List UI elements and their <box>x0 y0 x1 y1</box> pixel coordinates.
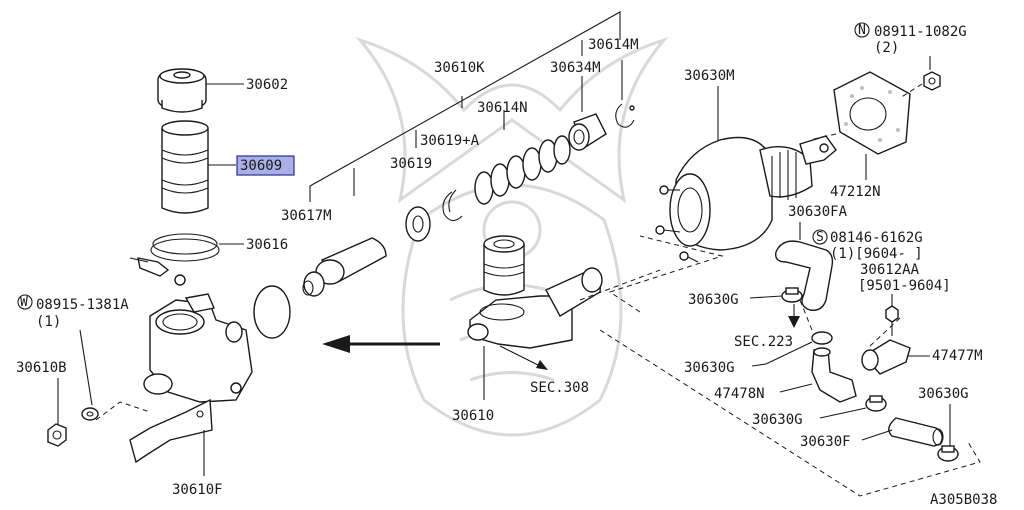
part-30610B-nut[interactable] <box>47 423 67 447</box>
part-30630M-booster[interactable] <box>669 135 837 251</box>
part-30630G-clip-2[interactable] <box>811 331 833 345</box>
part-30614N-spring[interactable] <box>474 135 571 205</box>
label-30614M[interactable]: 30614M <box>588 37 639 53</box>
label-30617M[interactable]: 30617M <box>281 208 332 224</box>
label-30630F[interactable]: 30630F <box>800 434 851 450</box>
part-seal-disc[interactable] <box>253 285 291 339</box>
label-nut-qty: (2) <box>874 40 899 56</box>
selected-part-highlight <box>236 155 295 176</box>
part-nut-08911[interactable] <box>923 71 941 91</box>
label-30610B[interactable]: 30610B <box>16 360 67 376</box>
label-30610K[interactable]: 30610K <box>434 60 485 76</box>
part-washer[interactable] <box>81 407 99 421</box>
part-bolt-08146[interactable] <box>885 305 899 336</box>
part-master-cylinder-body[interactable] <box>143 293 253 403</box>
part-booster-studs[interactable] <box>655 185 699 263</box>
label-47478N[interactable]: 47478N <box>714 386 765 402</box>
label-sec223[interactable]: SEC.223 <box>734 334 793 350</box>
label-30619A[interactable]: 30619+A <box>420 133 480 149</box>
nut-prefix: N <box>858 23 866 38</box>
label-30630G-2[interactable]: 30630G <box>684 360 735 376</box>
label-30602[interactable]: 30602 <box>246 77 288 93</box>
part-30610-master-cylinder[interactable] <box>467 235 603 349</box>
label-bolt-code[interactable]: 08146-6162G <box>830 230 923 246</box>
bolt-symbol-icon <box>812 229 828 245</box>
label-sec308[interactable]: SEC.308 <box>530 380 589 396</box>
part-30630G-clip-1[interactable] <box>781 287 803 303</box>
part-47478N-check-valve[interactable] <box>811 347 857 403</box>
part-30630G-clip-4[interactable] <box>937 445 959 462</box>
part-30616-clamp[interactable] <box>129 233 220 286</box>
routing-dashes-upper <box>579 235 724 313</box>
part-47477M-bracket[interactable] <box>861 339 911 375</box>
direction-arrow-icon <box>322 335 440 353</box>
label-30630G-4[interactable]: 30630G <box>918 386 969 402</box>
part-30619-washer[interactable] <box>405 206 431 242</box>
nut-symbol-icon <box>854 22 870 38</box>
washer-prefix: W <box>20 295 28 310</box>
part-30630F-hose[interactable] <box>888 417 944 447</box>
part-30609-reservoir[interactable] <box>161 120 209 214</box>
leader-frame <box>309 11 621 202</box>
sec308-arrow-icon <box>536 360 548 370</box>
diagram-id: A305B038 <box>930 492 997 508</box>
part-30630G-clip-3[interactable] <box>865 395 887 412</box>
label-30609[interactable]: 30609 <box>240 158 282 174</box>
label-47212N[interactable]: 47212N <box>830 184 881 200</box>
label-30630G-3[interactable]: 30630G <box>752 412 803 428</box>
bolt-prefix: S <box>816 230 824 245</box>
label-bolt-range: [9501-9604] <box>858 278 951 294</box>
part-30602-cap[interactable] <box>157 68 207 113</box>
label-30619[interactable]: 30619 <box>390 156 432 172</box>
label-nut-code[interactable]: 08911-1082G <box>874 24 967 40</box>
label-30630FA[interactable]: 30630FA <box>788 204 848 220</box>
part-30634M-boot[interactable] <box>568 113 607 151</box>
part-30619A-ring[interactable] <box>442 189 463 222</box>
routing-dashes-right <box>799 299 901 347</box>
part-47212N-gasket[interactable] <box>833 71 911 155</box>
label-47477M[interactable]: 47477M <box>932 348 983 364</box>
label-30630G-1[interactable]: 30630G <box>688 292 739 308</box>
routing-dashes-lower <box>599 329 981 497</box>
label-30634M[interactable]: 30634M <box>550 60 601 76</box>
label-washer-code[interactable]: 08915-1381A <box>36 297 129 313</box>
part-30617M-piston[interactable] <box>302 237 387 297</box>
label-30630M[interactable]: 30630M <box>684 68 735 84</box>
label-30612AA[interactable]: 30612AA <box>860 262 920 278</box>
label-30616[interactable]: 30616 <box>246 237 288 253</box>
part-30610F-bracket[interactable] <box>129 398 213 464</box>
part-30630FA-hose[interactable] <box>775 240 834 311</box>
label-30610[interactable]: 30610 <box>452 408 494 424</box>
label-30610F[interactable]: 30610F <box>172 482 223 498</box>
washer-symbol-icon <box>17 294 33 310</box>
label-washer-qty: (1) <box>36 314 61 330</box>
label-30614N[interactable]: 30614N <box>477 100 528 116</box>
sec223-arrow-icon <box>788 316 800 328</box>
label-bolt-qty: (1)[9604- ] <box>830 246 923 262</box>
part-30614M-snap-ring[interactable] <box>615 103 635 128</box>
